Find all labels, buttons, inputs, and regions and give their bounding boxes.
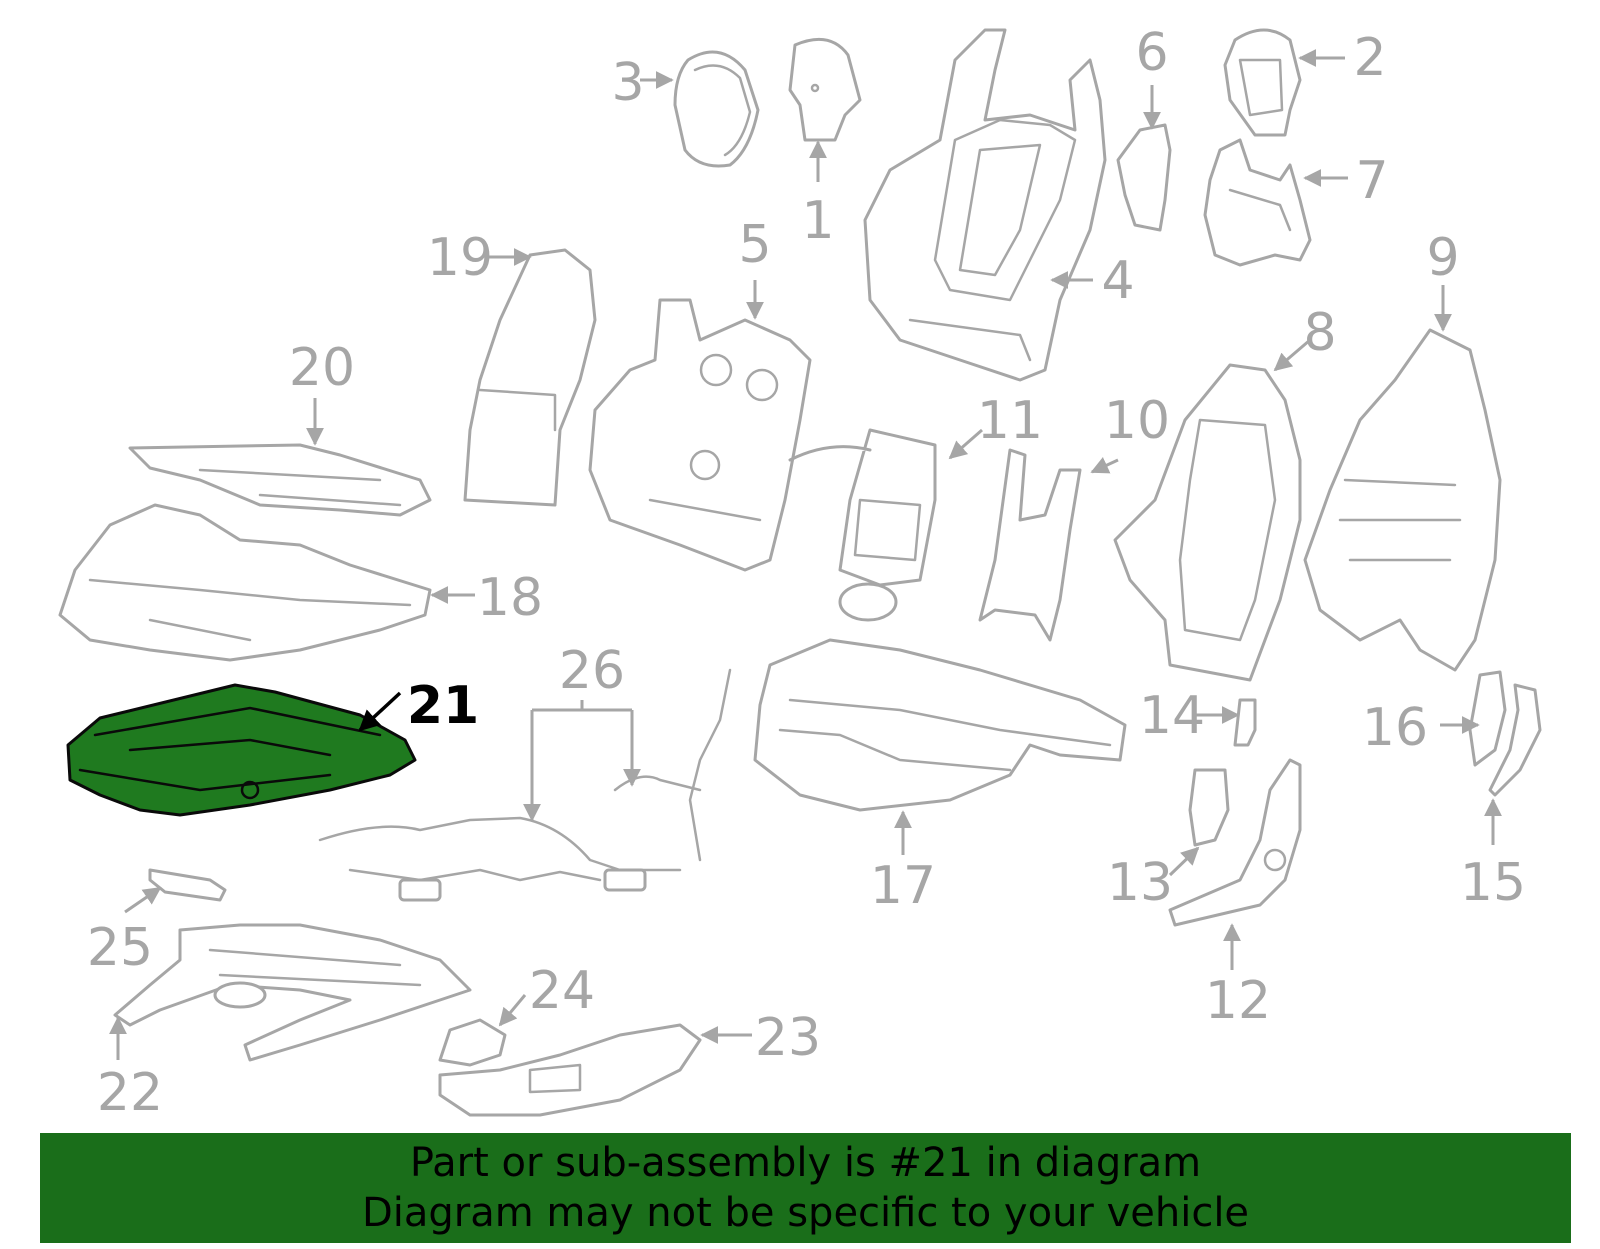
banner-line-2: Diagram may not be specific to your vehi… (361, 1190, 1250, 1236)
part-25-switch-module (148, 868, 227, 902)
callout-12: 12 (1205, 971, 1271, 1031)
callout-26: 26 (559, 641, 625, 701)
callout-10: 10 (1104, 391, 1170, 451)
part-22-seat-adjuster (113, 923, 472, 1062)
callout-6: 6 (1135, 23, 1168, 83)
callout-14: 14 (1139, 686, 1205, 746)
part-2-headrest (1223, 28, 1302, 137)
callout-1: 1 (801, 191, 834, 251)
callout-18: 18 (477, 568, 543, 628)
part-21-seat-cushion-frame (66, 683, 417, 817)
callout-25: 25 (87, 918, 153, 978)
info-banner: Part or sub-assembly is #21 in diagram D… (40, 1133, 1571, 1243)
callout-labels: 1 2 3 4 5 6 7 8 9 10 11 12 13 14 15 16 1… (87, 23, 1526, 1123)
callout-9: 9 (1426, 228, 1459, 288)
part-1-headrest-trim (788, 37, 862, 142)
callout-20: 20 (289, 338, 355, 398)
part-24-switch (438, 1018, 507, 1067)
callout-16: 16 (1362, 698, 1428, 758)
part-20-seat-heater-mat (128, 443, 432, 517)
callout-3: 3 (611, 53, 644, 113)
part-12-recliner (1168, 758, 1302, 927)
part-7-back-panel (1203, 138, 1312, 267)
part-10-bracket (978, 448, 1082, 642)
callout-4: 4 (1101, 251, 1134, 311)
part-13-motor (1188, 768, 1230, 847)
callout-13: 13 (1107, 853, 1173, 913)
callout-17: 17 (870, 856, 936, 916)
part-8-seatback-frame (1113, 363, 1302, 682)
part-23-side-shield (438, 1023, 702, 1117)
callout-19: 19 (427, 228, 493, 288)
callout-7: 7 (1355, 151, 1388, 211)
callout-15: 15 (1460, 853, 1526, 913)
callout-2: 2 (1353, 28, 1386, 88)
part-6-bracket (1116, 123, 1172, 232)
callout-22: 22 (97, 1063, 163, 1123)
callout-5: 5 (738, 215, 771, 275)
part-3-headrest-cover (673, 50, 760, 168)
callout-8: 8 (1303, 303, 1336, 363)
callout-arrows (109, 49, 1502, 1060)
part-15-side-trim-cover (1488, 683, 1542, 797)
part-17-seat-cushion-cover (753, 638, 1127, 812)
part-19-side-bolster (463, 248, 597, 507)
part-26-wire-harness (318, 668, 732, 902)
part-5-seatback-pad (588, 298, 812, 572)
part-4-seatback-cover (863, 28, 1107, 382)
banner-line-1: Part or sub-assembly is #21 in diagram (409, 1140, 1202, 1186)
callout-24: 24 (529, 961, 595, 1021)
part-9-seatback-panel (1303, 328, 1502, 672)
part-11-lumbar-unit (788, 428, 937, 622)
callout-23: 23 (755, 1008, 821, 1068)
callout-21: 21 (407, 676, 479, 736)
part-18-cushion-frame (58, 503, 432, 662)
part-16-side-trim (1468, 670, 1507, 767)
callout-11: 11 (977, 391, 1043, 451)
part-14-clip (1233, 698, 1257, 747)
